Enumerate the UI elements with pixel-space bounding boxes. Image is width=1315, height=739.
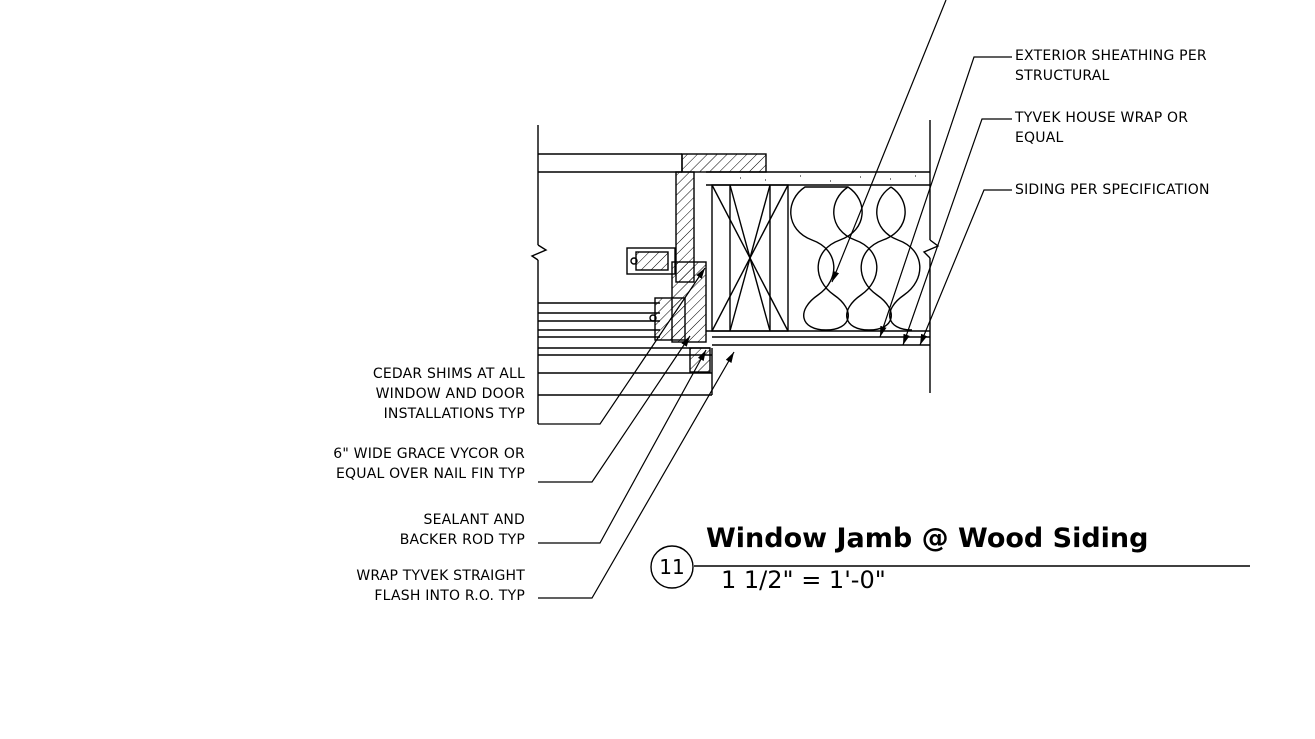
wall-framing [706,120,940,393]
note-tyvek-wrap: TYVEK HOUSE WRAP OR EQUAL [1015,110,1189,146]
note-cedar-shims: CEDAR SHIMS AT ALL WINDOW AND DOOR INSTA… [372,366,525,422]
window-frame [538,247,713,396]
detail-number: 11 [659,555,685,579]
head-trim [675,153,767,283]
leader-lines [538,0,1012,599]
note-wrap-tyvek: WRAP TYVEK STRAIGHT FLASH INTO R.O. TYP [356,568,525,604]
detail-title-block [650,545,1250,589]
detail-scale: 1 1/2" = 1'-0" [721,566,886,594]
note-siding: SIDING PER SPECIFICATION [1015,182,1210,198]
note-grace-vycor: 6" WIDE GRACE VYCOR OR EQUAL OVER NAIL F… [333,446,525,482]
detail-title: Window Jamb @ Wood Siding [706,523,1149,554]
note-exterior-sheathing: EXTERIOR SHEATHING PER STRUCTURAL [1015,48,1207,84]
note-sealant: SEALANT AND BACKER ROD TYP [399,512,525,548]
